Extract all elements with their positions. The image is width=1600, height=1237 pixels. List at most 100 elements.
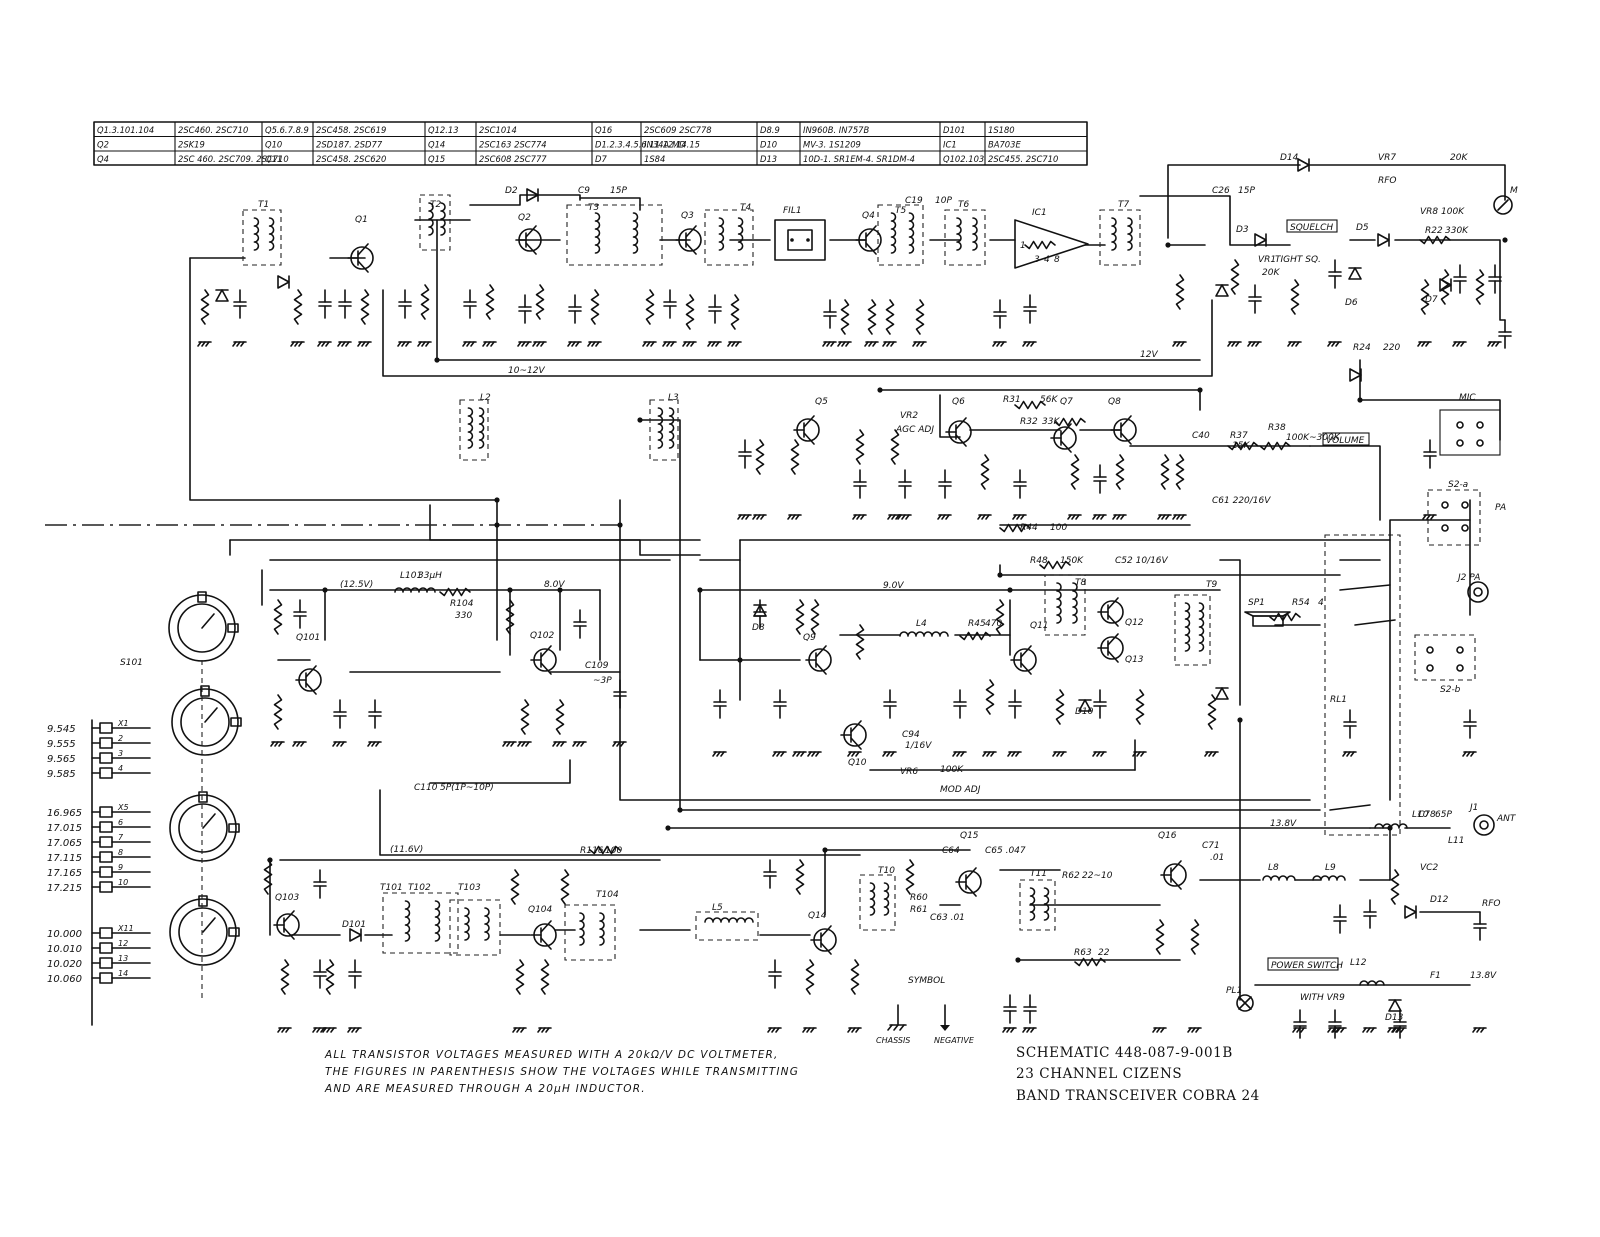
ground-hatch: [277, 1027, 282, 1033]
ground-hatch: [886, 751, 891, 757]
label-r45: R45: [968, 619, 986, 629]
label-pl1: PL1: [1226, 986, 1242, 996]
label-r37: R37: [1230, 431, 1248, 441]
switch-wafer-inner: [177, 603, 227, 653]
ground-hatch: [882, 341, 887, 347]
table-cell: Q1.3.101.104: [97, 125, 154, 135]
footnote-line-1: ALL TRANSISTOR VOLTAGES MEASURED WITH A …: [324, 1049, 779, 1061]
ground-hatch: [1366, 1027, 1371, 1033]
diode: [526, 188, 539, 202]
resistor: [1039, 560, 1071, 570]
label-vr7v: 20K: [1450, 153, 1468, 163]
coil-winding: [657, 407, 664, 449]
ground-hatch: [521, 341, 526, 347]
ground-hatch: [920, 341, 925, 347]
table-cell: 2SC458. 2SC620: [316, 154, 386, 164]
table-cell: 2SK19: [178, 140, 205, 150]
coil-winding: [1029, 887, 1036, 921]
transistor-collector: [1170, 860, 1182, 873]
resistor: [1419, 235, 1451, 245]
label-c26v: 15P: [1238, 186, 1255, 196]
junction-dot: [822, 847, 828, 853]
ground-hatch: [326, 1027, 331, 1033]
ground-hatch: [1180, 514, 1185, 520]
resistor: [1230, 259, 1240, 295]
label-r38: R38: [1268, 423, 1286, 433]
crystal-frequency: 9.545: [47, 724, 76, 735]
label-fil1: FIL1: [783, 206, 802, 216]
ground-hatch: [901, 514, 906, 520]
ground-hatch: [482, 341, 487, 347]
resistor: [1054, 417, 1086, 427]
ground-hatch: [780, 751, 785, 757]
transistor-collector: [525, 225, 537, 238]
resistor: [1115, 454, 1125, 490]
label-d2: D2: [505, 186, 518, 196]
coil-winding: [718, 217, 725, 251]
symbol-legend-shapes: [887, 1004, 950, 1031]
junction-dot: [617, 522, 623, 528]
ground-hatch: [1156, 1027, 1161, 1033]
transistor-emitter: [1120, 432, 1132, 445]
table-cell: 2SC609 2SC778: [644, 125, 712, 135]
label-r54: R54: [1292, 598, 1310, 608]
transistor-emitter: [1060, 440, 1072, 453]
resistor: [980, 454, 990, 490]
label-r63v: 22: [1098, 948, 1110, 958]
ground-hatch: [321, 341, 326, 347]
coil-winding: [434, 900, 441, 942]
ground-hatch: [616, 741, 621, 747]
ground-hatch: [312, 1027, 317, 1033]
ground-hatch: [1075, 514, 1080, 520]
label-d6: D6: [1345, 298, 1358, 308]
ground-hatch: [1116, 514, 1121, 520]
ic1-amplifier: 1 3 4 8: [1014, 219, 1089, 269]
ground-hatch: [847, 1027, 852, 1033]
resistor: [985, 679, 995, 715]
ground-hatch: [274, 741, 279, 747]
ground-hatch: [1022, 1027, 1027, 1033]
ground-hatch: [891, 514, 896, 520]
ground-hatch: [1396, 1027, 1401, 1033]
svg-text:8: 8: [1054, 255, 1060, 265]
label-c94v: 1/16V: [905, 741, 932, 751]
resistor: [795, 859, 805, 895]
ground-hatch: [325, 341, 330, 347]
crystal: [99, 881, 113, 893]
switch-contact: [230, 717, 242, 727]
ground-hatch: [1472, 1027, 1477, 1033]
junction-dot: [637, 417, 643, 423]
label-c78: C78: [1418, 810, 1436, 820]
resistor: [273, 599, 283, 635]
power-switch-label-box: POWER SWITCH: [1267, 957, 1343, 971]
resistor: [1014, 400, 1046, 410]
switch-contact: [200, 685, 210, 697]
coil-winding: [253, 217, 260, 251]
resistor: [510, 869, 520, 905]
resistor: [890, 429, 900, 465]
label-q15: Q15: [960, 831, 979, 841]
label-r62: R62: [1062, 871, 1080, 881]
resistor: [505, 599, 515, 635]
resistor: [645, 289, 655, 325]
ground-hatch: [830, 341, 835, 347]
ground-hatch: [510, 741, 515, 747]
resistor: [1475, 269, 1485, 305]
ground-hatch: [977, 514, 982, 520]
ground-hatch: [856, 514, 861, 520]
table-cell: Q12.13: [428, 125, 459, 135]
transistor-collector: [1060, 423, 1072, 436]
ground-hatch: [1152, 1027, 1157, 1033]
ground-hatch: [1422, 514, 1427, 520]
coil-winding: [704, 917, 754, 923]
ground-hatch: [1092, 751, 1097, 757]
label-q12: Q12: [1125, 618, 1144, 628]
ground-hatch: [860, 514, 865, 520]
ground-hatch: [462, 341, 467, 347]
svg-text:1: 1: [1020, 241, 1026, 251]
ground-hatch: [1291, 341, 1296, 347]
label-c26: C26: [1212, 186, 1230, 196]
ground-hatch: [872, 341, 877, 347]
